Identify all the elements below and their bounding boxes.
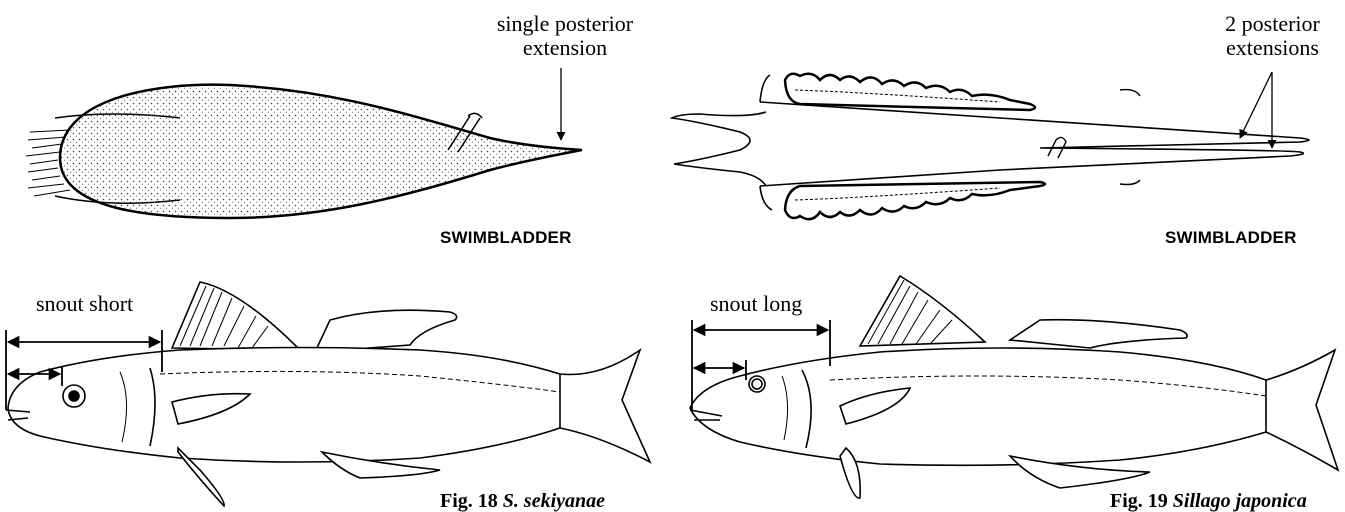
left-snout-label: snout short <box>36 292 133 316</box>
left-swimbladder-callout: single posterior extension <box>470 12 660 60</box>
right-swimbladder-callout: 2 posterior extensions <box>1200 12 1345 60</box>
swimbladder-single-extension-icon <box>26 68 582 218</box>
right-caption-prefix: Fig. 19 <box>1110 490 1173 512</box>
left-figure-caption: Fig. 18 S. sekiyanae <box>440 490 605 512</box>
left-caption-prefix: Fig. 18 <box>440 490 503 512</box>
right-caption-species: Sillago japonica <box>1173 490 1307 512</box>
left-swimbladder-label: SWIMBLADDER <box>440 228 572 248</box>
right-snout-label: snout long <box>710 292 802 316</box>
swimbladder-two-extensions-icon <box>672 72 1309 219</box>
left-caption-species: S. sekiyanae <box>503 490 605 512</box>
right-swimbladder-label: SWIMBLADDER <box>1165 228 1297 248</box>
right-figure-caption: Fig. 19 Sillago japonica <box>1110 490 1307 512</box>
